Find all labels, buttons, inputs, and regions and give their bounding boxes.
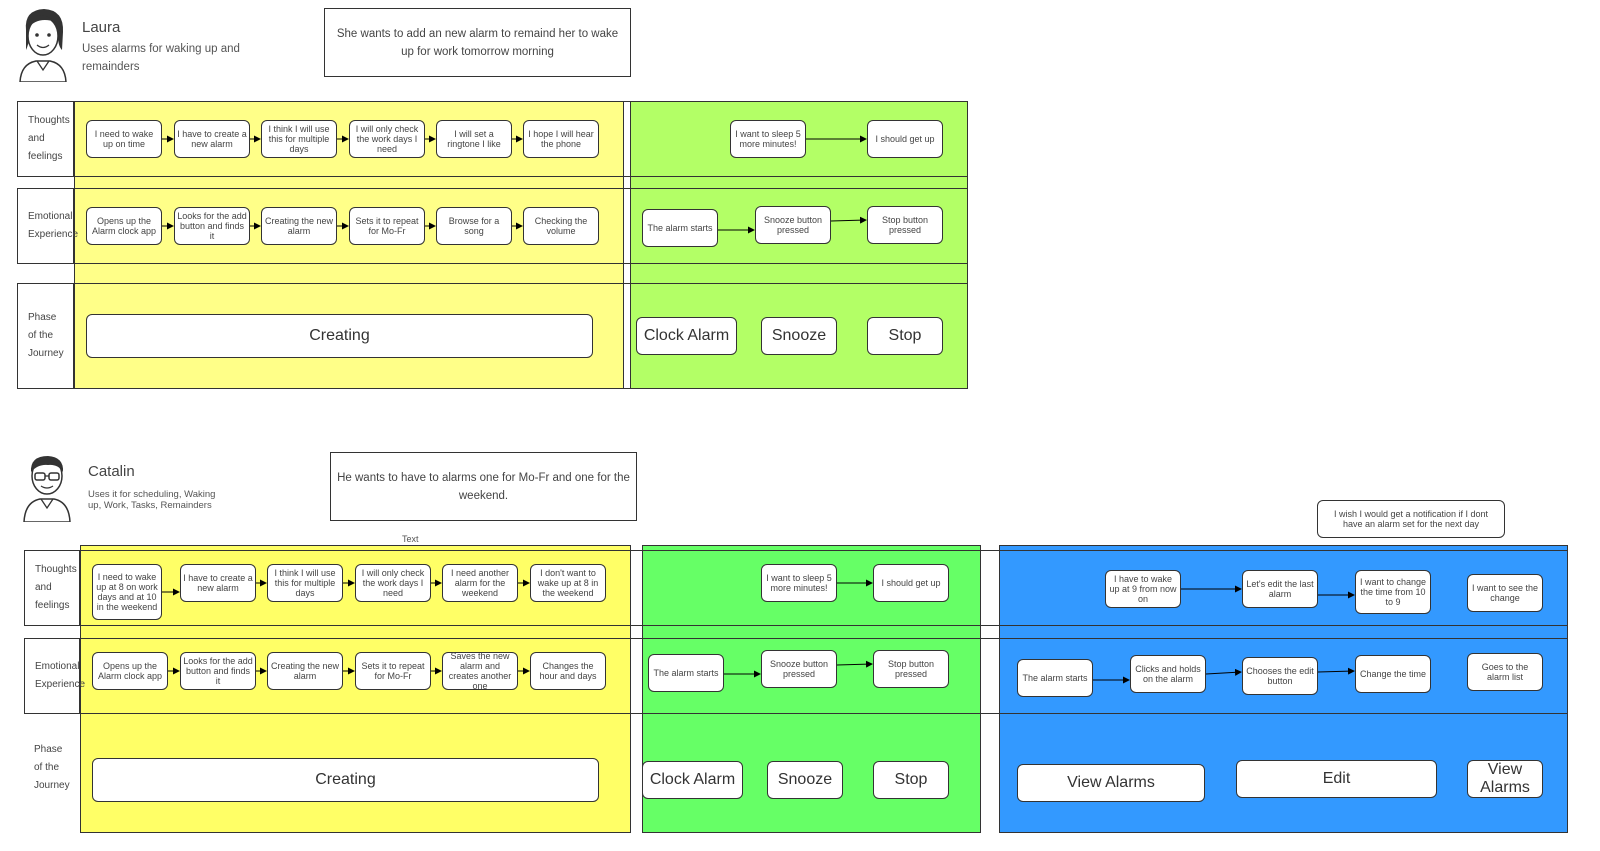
laura-name: Laura bbox=[82, 19, 121, 36]
laura-thought-card: I think I will use this for multiple day… bbox=[261, 120, 337, 158]
catalin-description: Uses it for scheduling, Waking up, Work,… bbox=[88, 489, 216, 511]
laura-thought-card: I will set a ringtone I like bbox=[436, 120, 512, 158]
catalin-emotion-card: Clicks and holds on the alarm bbox=[1130, 655, 1206, 693]
laura-emotion-card: Sets it to repeat for Mo-Fr bbox=[349, 207, 425, 245]
catalin-thought-card: I think I will use this for multiple day… bbox=[267, 564, 343, 602]
laura-emotion-card: Creating the new alarm bbox=[261, 207, 337, 245]
arrow-connector bbox=[1205, 668, 1242, 676]
female-avatar-icon bbox=[19, 9, 67, 83]
catalin-emotion-card: Change the time bbox=[1355, 655, 1431, 693]
laura-thought-card: I hope I will hear the phone bbox=[523, 120, 599, 158]
laura-emotion-label: Emotional Experience bbox=[17, 188, 78, 264]
arrow-connector bbox=[836, 660, 873, 668]
catalin-phase-stop: Stop bbox=[873, 761, 949, 799]
catalin-emotion-card: Looks for the add button and finds it bbox=[180, 652, 256, 690]
laura-emotion-card: Snooze button pressed bbox=[755, 206, 831, 244]
laura-thought-card: I should get up bbox=[867, 120, 943, 158]
catalin-emotion-card: Saves the new alarm and creates another … bbox=[442, 651, 518, 691]
catalin-emotion-card: Sets it to repeat for Mo-Fr bbox=[355, 652, 431, 690]
catalin-thought-card: I don't want to wake up at 8 in the week… bbox=[530, 564, 606, 602]
catalin-emotion-card: Changes the hour and days bbox=[530, 652, 606, 690]
laura-thought-card: I want to sleep 5 more minutes! bbox=[730, 120, 806, 158]
laura-emotion-card: The alarm starts bbox=[642, 209, 718, 247]
catalin-thought-card: I have to create a new alarm bbox=[180, 564, 256, 602]
catalin-thought-card: I will only check the work days I need bbox=[355, 564, 431, 602]
laura-phase-label: Phase of the Journey bbox=[17, 283, 74, 389]
laura-phase-stop: Stop bbox=[867, 317, 943, 355]
catalin-emotion-label: Emotional Experience bbox=[24, 638, 85, 714]
catalin-phase-edit: Edit bbox=[1236, 760, 1437, 798]
catalin-phase-creating: Creating bbox=[92, 758, 599, 802]
catalin-emotion-card: Chooses the edit button bbox=[1242, 657, 1318, 695]
catalin-name: Catalin bbox=[88, 463, 135, 480]
laura-thought-card: I need to wake up on time bbox=[86, 120, 162, 158]
catalin-avatar bbox=[22, 452, 72, 523]
laura-goal-note: She wants to add an new alarm to remaind… bbox=[324, 8, 631, 77]
catalin-thoughts-label: Thoughts and feelings bbox=[24, 550, 80, 626]
male-avatar-glasses-icon bbox=[23, 456, 71, 523]
laura-emotion-card: Browse for a song bbox=[436, 207, 512, 245]
catalin-emotion-card: The alarm starts bbox=[648, 654, 724, 692]
laura-description: Uses alarms for waking up and remainders bbox=[82, 43, 240, 73]
catalin-phase-label: Phase of the Journey bbox=[34, 744, 70, 791]
catalin-phase-view-alarms-2: View Alarms bbox=[1467, 760, 1543, 798]
laura-emotion-card: Checking the volume bbox=[523, 207, 599, 245]
catalin-phase-view-alarms: View Alarms bbox=[1017, 764, 1205, 802]
catalin-emotion-card: Creating the new alarm bbox=[267, 652, 343, 690]
laura-phase-snooze: Snooze bbox=[761, 317, 837, 355]
laura-emotion-card: Opens up the Alarm clock app bbox=[86, 207, 162, 245]
catalin-thought-card: I want to change the time from 10 to 9 bbox=[1355, 570, 1431, 614]
catalin-text-label: Text bbox=[402, 534, 419, 544]
laura-thoughts-label: Thoughts and feelings bbox=[17, 101, 74, 177]
laura-phase-clock-alarm: Clock Alarm bbox=[636, 317, 737, 355]
catalin-emotion-card: Stop button pressed bbox=[873, 650, 949, 688]
catalin-emotion-card: Goes to the alarm list bbox=[1467, 653, 1543, 691]
catalin-thought-card: I want to see the change bbox=[1467, 574, 1543, 612]
laura-avatar bbox=[18, 6, 68, 83]
arrow-connector bbox=[830, 216, 867, 224]
laura-phase-creating: Creating bbox=[86, 314, 593, 358]
catalin-goal-note: He wants to have to alarms one for Mo-Fr… bbox=[330, 452, 637, 521]
catalin-emotion-card: Snooze button pressed bbox=[761, 650, 837, 688]
arrow-connector bbox=[1317, 667, 1355, 675]
catalin-thought-card: I have to wake up at 9 from now on bbox=[1105, 570, 1181, 608]
catalin-emotion-card: Opens up the Alarm clock app bbox=[92, 652, 168, 690]
laura-thought-card: I have to create a new alarm bbox=[174, 120, 250, 158]
catalin-thought-card: I need to wake up at 8 on work days and … bbox=[92, 564, 162, 620]
catalin-thought-card: Let's edit the last alarm bbox=[1242, 570, 1318, 608]
catalin-thought-card: I need another alarm for the weekend bbox=[442, 564, 518, 602]
catalin-phase-snooze: Snooze bbox=[767, 761, 843, 799]
catalin-phase-clock-alarm: Clock Alarm bbox=[642, 761, 743, 799]
catalin-thought-card: I should get up bbox=[873, 564, 949, 602]
catalin-thought-card: I want to sleep 5 more minutes! bbox=[761, 564, 837, 602]
catalin-wish-note: I wish I would get a notification if I d… bbox=[1317, 500, 1505, 538]
laura-thought-card: I will only check the work days I need bbox=[349, 120, 425, 158]
laura-emotion-card: Looks for the add button and finds it bbox=[174, 207, 250, 245]
laura-emotion-card: Stop button pressed bbox=[867, 206, 943, 244]
catalin-emotion-card: The alarm starts bbox=[1017, 659, 1093, 697]
